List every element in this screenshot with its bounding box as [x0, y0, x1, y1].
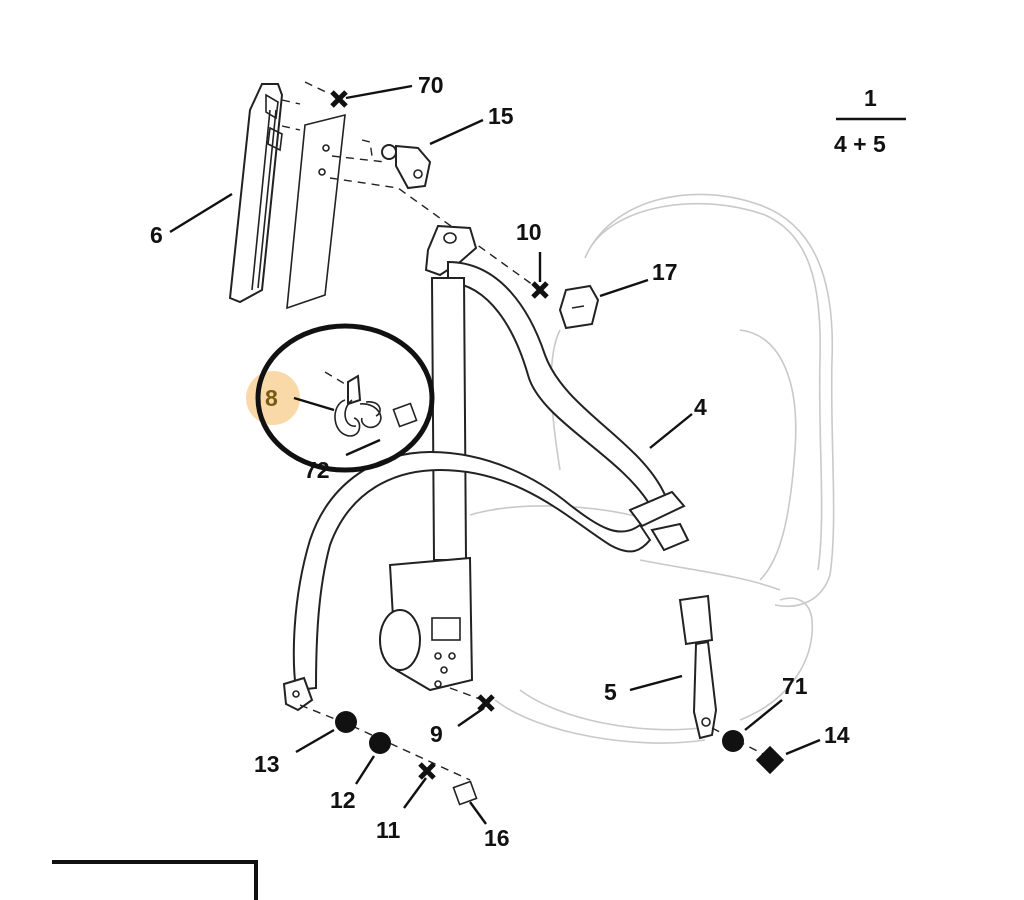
- highlight-ellipse: [255, 323, 435, 473]
- callout-labels: 70 15 1 4 + 5 6 10 17 8 4 72 5 71 14 9 1…: [150, 72, 886, 851]
- cover-plate: [286, 113, 346, 310]
- callout-71: 71: [782, 673, 808, 699]
- callout-1: 1: [864, 85, 877, 111]
- belt-tongue: [628, 490, 690, 552]
- hook-bracket: [324, 371, 382, 437]
- bottom-reference-bar: [52, 860, 258, 900]
- seat-belt-buckle: [678, 594, 718, 740]
- belt-retractor: [379, 556, 474, 692]
- callout-16: 16: [484, 825, 510, 851]
- callout-6: 6: [150, 222, 163, 248]
- callout-13: 13: [254, 751, 280, 777]
- assembly-lines-top: [281, 81, 541, 291]
- callout-70: 70: [418, 72, 444, 98]
- callout-10: 10: [516, 219, 542, 245]
- callout-9: 9: [430, 721, 443, 747]
- callout-4-plus-5: 4 + 5: [834, 131, 886, 157]
- height-adjuster-rail: [228, 83, 284, 304]
- callout-5: 5: [604, 679, 617, 705]
- callout-8: 8: [265, 385, 278, 411]
- lap-belt-webbing: [292, 450, 652, 692]
- callout-15: 15: [488, 103, 514, 129]
- callout-14: 14: [824, 722, 850, 748]
- leader-lines: [169, 84, 821, 825]
- fasteners: [330, 90, 785, 806]
- callout-72: 72: [304, 457, 330, 483]
- trim-cap: [558, 284, 600, 330]
- callout-11: 11: [376, 817, 401, 843]
- callout-12: 12: [330, 787, 356, 813]
- anchor-bolt: [381, 144, 432, 190]
- lower-anchor: [282, 676, 314, 712]
- callout-17: 17: [652, 259, 678, 285]
- callout-4: 4: [694, 394, 707, 420]
